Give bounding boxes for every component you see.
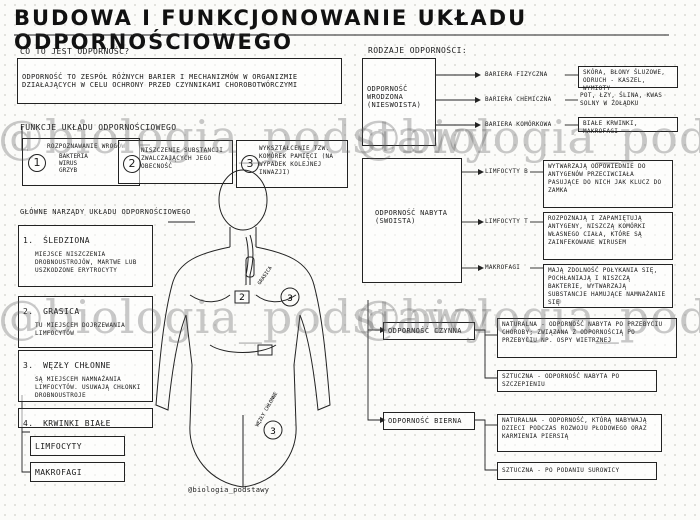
- leukocyte-limfocyty: LIMFOCYTY: [30, 436, 125, 456]
- organ-name: ŚLEDZIONA: [43, 236, 91, 245]
- passive-row: NATURALNA - ODPORNOŚĆ, KTÓRĄ NABYWAJĄ DZ…: [497, 414, 662, 452]
- organ-number: 1.: [23, 236, 34, 245]
- organs-title: GŁÓWNE NARZĄDY UKŁADU ODPORNOŚCIOWEGO: [20, 208, 191, 216]
- innate-value: POT, ŁZY, ŚLINA, KWAS SOLNY W ŻOŁĄDKU: [580, 92, 663, 107]
- function-item: WIRUS: [59, 160, 78, 167]
- organ-number: 3.: [23, 361, 34, 370]
- innate-value: BIAŁE KRWINKI, MAKROFAGI: [578, 117, 678, 135]
- active-immunity-box: ODPORNOŚĆ CZYNNA: [383, 322, 475, 340]
- passive-immunity-box: ODPORNOŚĆ BIERNA: [383, 412, 475, 430]
- organ-1: 1. ŚLEDZIONA MIEJSCE NISZCZENIA DROBNOUS…: [18, 225, 153, 287]
- function-text: WYKSZTAŁCENIE TZW. KOMÓREK PAMIĘCI (NA W…: [259, 145, 334, 176]
- organ-4: 4. KRWINKI BIAŁE: [18, 408, 153, 428]
- organ-name: KRWINKI BIAŁE: [43, 419, 111, 428]
- types-header: RODZAJE ODPORNOŚCI:: [368, 46, 468, 55]
- innate-label: BARIERA CHEMICZNA: [485, 96, 552, 103]
- organ-desc: MIEJSCE NISZCZENIA DROBNOUSTROJÓW, MARTW…: [35, 251, 137, 274]
- organ-number: 2.: [23, 307, 34, 316]
- organ-desc: TU MIEJSCEM DOJRZEWANIA LIMFOCYTÓW: [35, 322, 125, 337]
- page-title: BUDOWA I FUNKCJONOWANIE UKŁADU ODPORNOŚC…: [14, 6, 528, 54]
- function-2: 2 NISZCZENIE SUBSTANCJI ZWALCZAJĄCYCH JE…: [118, 140, 233, 184]
- innate-value: SKÓRA, BŁONY ŚLUZOWE, ODRUCH - KASZEL, W…: [578, 66, 678, 92]
- body-number-3b: 3: [270, 427, 276, 437]
- acquired-label: LIMFOCYTY B: [485, 168, 529, 175]
- organ-3: 3. WĘZŁY CHŁONNE SĄ MIEJSCEM NAMNAŻANIA …: [18, 350, 153, 402]
- definition-box: ODPORNOŚĆ TO ZESPÓŁ RÓŻNYCH BARIER I MEC…: [17, 58, 342, 104]
- function-item: GRZYB: [59, 167, 78, 174]
- leukocyte-makrofagi: MAKROFAGI: [30, 462, 125, 482]
- function-text: NISZCZENIE SUBSTANCJI ZWALCZAJĄCYCH JEGO…: [141, 147, 224, 170]
- organ-name: WĘZŁY CHŁONNE: [43, 361, 111, 370]
- acquired-label: MAKROFAGI: [485, 264, 521, 271]
- acquired-value: ROZPOZNAJĄ I ZAPAMIĘTUJĄ ANTYGENY, NISZC…: [543, 212, 673, 260]
- innate-immunity-box: ODPORNOŚĆ WRODZONA (NIESWOISTA): [362, 58, 436, 146]
- title-underline: [14, 34, 669, 36]
- function-number: 1: [28, 154, 46, 172]
- function-number: 3: [241, 155, 259, 173]
- body-label-grasica: GRASICA: [257, 265, 274, 286]
- organ-name: GRASICA: [43, 307, 80, 316]
- innate-label: BARIERA FIZYCZNA: [485, 71, 548, 78]
- human-body-illustration: 2 3 3 GRASICA WĘZŁY CHŁONNE: [155, 169, 331, 488]
- body-number-3: 3: [287, 294, 293, 304]
- acquired-value: WYTWARZAJĄ ODPOWIEDNIE DO ANTYGENÓW PRZE…: [543, 160, 673, 208]
- question-what-is-immunity: CO TO JEST ODPORNOŚĆ?: [20, 47, 130, 56]
- active-row: NATURALNA - ODPORNOŚĆ NABYTA PO PRZEBYCI…: [497, 318, 677, 358]
- organ-desc: SĄ MIEJSCEM NAMNAŻANIA LIMFOCYTÓW. USUWA…: [35, 376, 141, 399]
- acquired-immunity-box: ODPORNOŚĆ NABYTA (SWOISTA): [362, 158, 462, 283]
- organ-2: 2. GRASICA TU MIEJSCEM DOJRZEWANIA LIMFO…: [18, 296, 153, 348]
- function-item: BAKTERIA: [59, 153, 88, 160]
- question-functions: FUNKCJE UKŁADU ODPORNOŚCIOWEGO: [20, 123, 177, 132]
- footer-handle: @biologia_podstawy: [188, 486, 270, 494]
- active-row: SZTUCZNA - ODPORNOŚĆ NABYTA PO SZCZEPIEN…: [497, 370, 657, 392]
- body-label-wezly: WĘZŁY CHŁONNE: [255, 391, 280, 428]
- acquired-label: LIMFOCYTY T: [485, 218, 529, 225]
- function-3: 3 WYKSZTAŁCENIE TZW. KOMÓREK PAMIĘCI (NA…: [236, 140, 348, 188]
- innate-label: BARIERA KOMÓRKOWA: [485, 121, 552, 128]
- organ-number: 4.: [23, 419, 34, 428]
- body-number-2: 2: [239, 293, 245, 303]
- acquired-value: MAJĄ ZDOLNOŚĆ POŁYKANIA SIĘ, POCHŁANIAJĄ…: [543, 264, 673, 308]
- passive-row: SZTUCZNA - PO PODANIU SUROWICY: [497, 462, 657, 480]
- function-text: ROZPOZNAWANIE WROGÓW: [47, 143, 126, 150]
- function-number: 2: [123, 155, 141, 173]
